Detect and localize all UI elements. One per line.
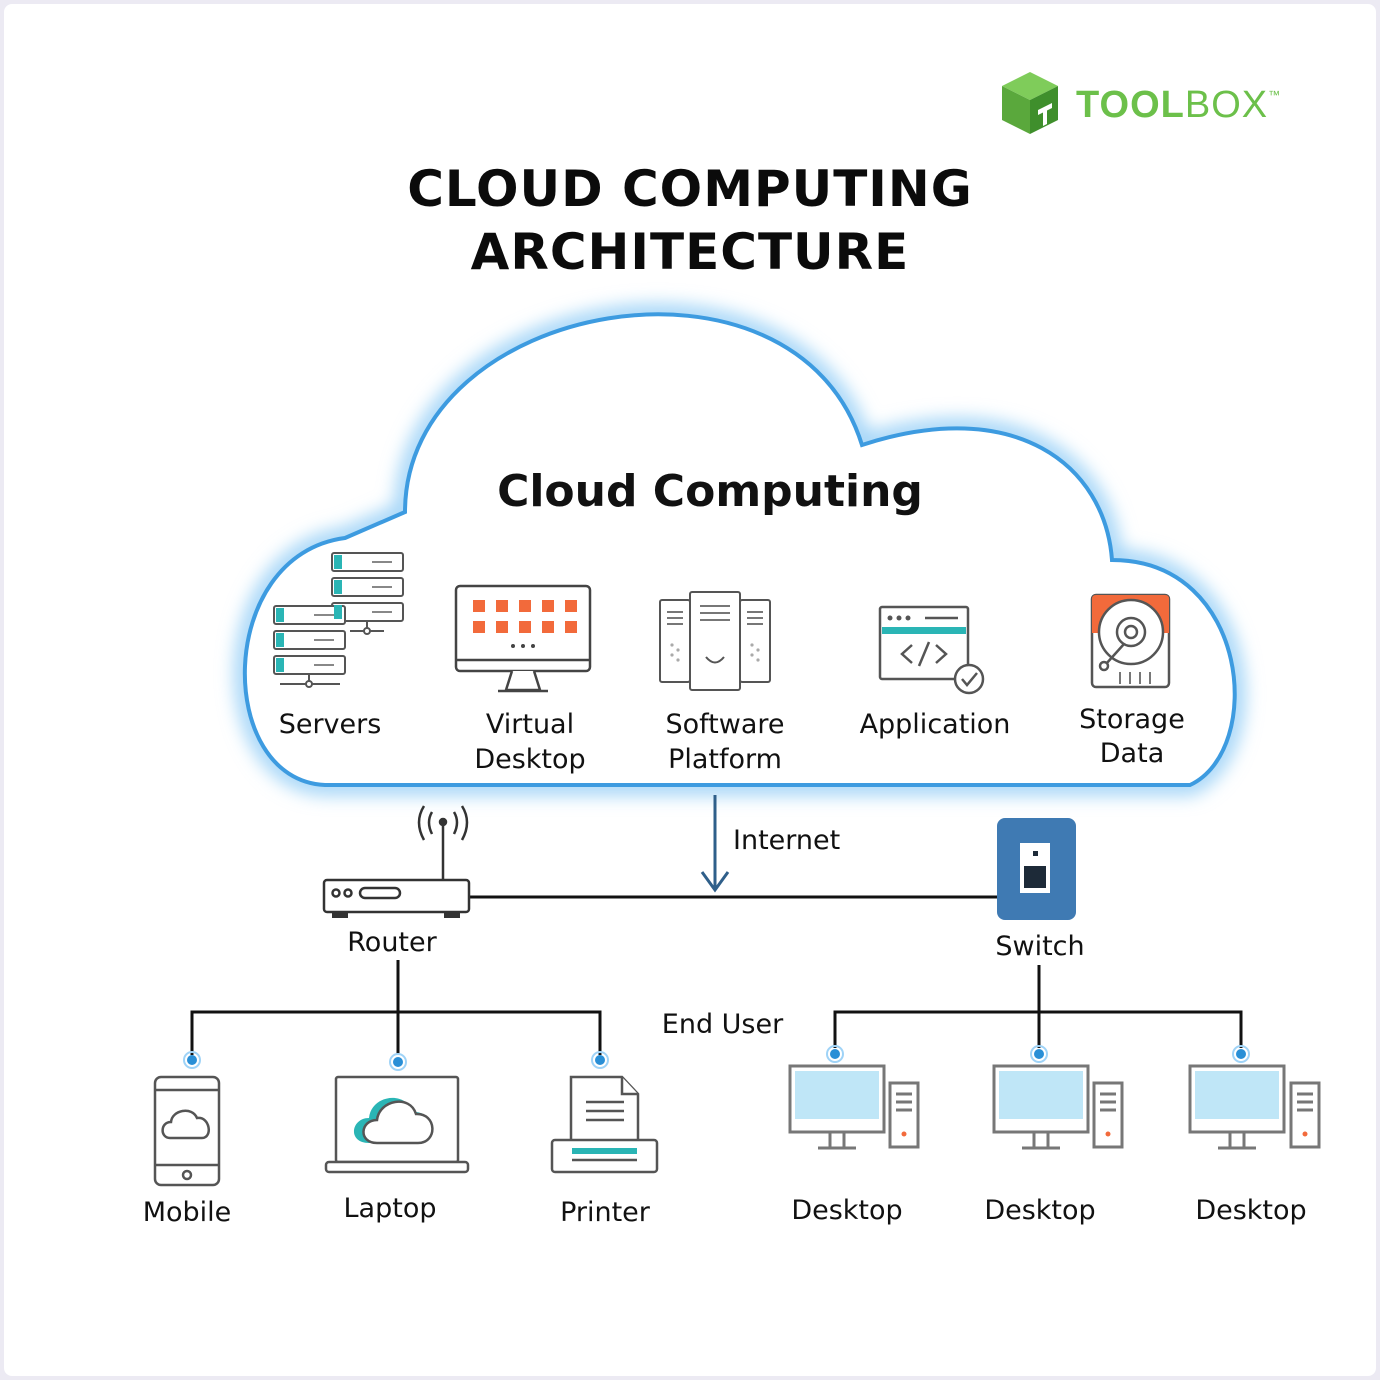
printer-icon (550, 1075, 659, 1174)
router-tree-lines (190, 960, 602, 1055)
connector-dots (187, 1049, 1246, 1067)
switch-icon (997, 818, 1076, 920)
desktop-label-3: Desktop (1195, 1195, 1307, 1226)
storage-data-label-line1: Storage (1079, 704, 1185, 735)
desktop-icon-2 (992, 1064, 1124, 1150)
application-label: Application (859, 709, 1011, 740)
virtual-desktop-label-line2: Desktop (474, 744, 586, 775)
software-platform-label-line1: Software (665, 709, 785, 740)
router-icon (322, 805, 471, 918)
internet-arrow (700, 795, 730, 893)
desktop-icon-3 (1188, 1064, 1321, 1150)
mobile-icon (153, 1075, 221, 1187)
diagram-title-line2: ARCHITECTURE (470, 223, 910, 281)
switch-label: Switch (995, 931, 1085, 962)
software-platform-icon (659, 591, 771, 691)
virtual-desktop-label-line1: Virtual (485, 709, 575, 740)
end-user-label: End User (661, 1009, 784, 1040)
cloud-title: Cloud Computing (497, 466, 923, 517)
internet-label: Internet (733, 825, 841, 856)
toolbox-logo-icon (1002, 72, 1058, 134)
switch-tree-lines (833, 965, 1243, 1048)
servers-label: Servers (278, 709, 382, 740)
laptop-label: Laptop (343, 1193, 437, 1224)
application-icon (878, 605, 985, 695)
printer-label: Printer (560, 1197, 650, 1228)
desktop-label-2: Desktop (984, 1195, 1096, 1226)
desktop-label-1: Desktop (791, 1195, 903, 1226)
laptop-icon (324, 1075, 470, 1174)
toolbox-logo-text: TOOLBOX™ (1076, 84, 1282, 126)
storage-data-label-line2: Data (1099, 738, 1165, 769)
servers-icon (273, 552, 404, 688)
software-platform-label-line2: Platform (668, 744, 782, 775)
desktop-icon-1 (788, 1064, 920, 1150)
virtual-desktop-icon (454, 584, 592, 693)
router-label: Router (347, 927, 437, 958)
mobile-label: Mobile (142, 1197, 232, 1228)
diagram-title-line1: CLOUD COMPUTING (407, 160, 973, 218)
storage-data-icon (1090, 593, 1171, 689)
